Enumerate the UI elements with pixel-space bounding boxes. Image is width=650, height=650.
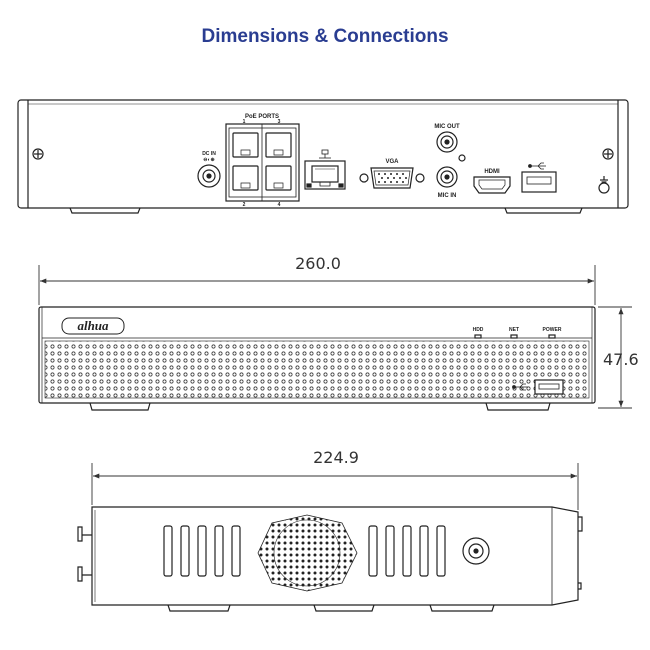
dc-in-port: [197, 164, 221, 188]
height-dimension: [598, 306, 632, 409]
brand-logo: [61, 317, 125, 335]
rear-foot-left: [69, 207, 141, 214]
screw-icon: [32, 148, 44, 160]
hdd-led: [474, 334, 482, 339]
mic-out-port: [436, 131, 466, 162]
vga-port: [359, 167, 425, 189]
front-foot-left: [89, 402, 151, 411]
indicator-label-power: POWER: [543, 327, 562, 333]
net-led: [510, 334, 518, 339]
rear-foot-right: [504, 207, 583, 214]
side-foot-left: [167, 604, 231, 612]
screw-icon: [602, 148, 614, 160]
poe-port-2: [232, 165, 259, 191]
width-dimension-label: 260.0: [295, 254, 341, 273]
poe-port-3: [265, 132, 292, 158]
side-connector: [77, 566, 92, 582]
side-foot-right: [429, 604, 495, 612]
side-vent-slots-left: [163, 525, 241, 577]
side-round-connector: [462, 537, 490, 565]
indicator-label-net: NET: [509, 327, 519, 333]
poe-port-number: 1: [243, 119, 246, 125]
fan-grille: [257, 514, 358, 592]
vga-label: VGA: [385, 159, 399, 165]
poe-ports-block: [225, 123, 300, 202]
rear-chassis: [17, 99, 629, 209]
mic-in-port: [436, 166, 458, 188]
poe-port-number: 3: [278, 119, 281, 125]
poe-port-number: 2: [243, 202, 246, 208]
poe-port-number: 4: [278, 202, 281, 208]
front-panel-labels: alhua HDD NET POWER: [61, 317, 562, 335]
brand-logo-text: alhua: [77, 318, 109, 333]
page-title: Dimensions & Connections: [201, 26, 449, 47]
side-panel-view: [77, 506, 583, 612]
depth-dimension: [91, 463, 579, 510]
power-led: [548, 334, 556, 339]
mic-in-label: MIC IN: [438, 193, 457, 199]
ground-icon: [598, 176, 610, 194]
front-vent-grille: [45, 341, 589, 398]
usb-icon: [512, 383, 528, 391]
width-dimension: [38, 265, 596, 305]
network-port: [304, 149, 346, 190]
indicator-label-hdd: HDD: [473, 327, 484, 333]
mic-out-label: MIC OUT: [434, 124, 460, 130]
dc-polarity-label: ⊖◐⊕: [203, 157, 214, 163]
height-dimension-label: 47.6: [603, 350, 639, 369]
rear-panel-view: [17, 99, 629, 214]
network-icon: [319, 149, 331, 159]
side-foot-middle: [313, 604, 375, 612]
depth-dimension-label: 224.9: [313, 448, 359, 467]
rear-panel-labels: PoE PORTS 1 3 2 4 DC IN ⊖◐⊕ VGA MIC OUT …: [202, 114, 500, 208]
side-vent-slots-right: [368, 525, 446, 577]
dc-in-label: DC IN: [202, 151, 216, 157]
poe-ports-label: PoE PORTS: [245, 114, 279, 120]
hdmi-label: HDMI: [484, 169, 500, 175]
usb-icon: [528, 162, 546, 170]
usb-port: [521, 162, 557, 193]
front-panel-view: [38, 306, 596, 411]
side-connector: [77, 526, 92, 542]
poe-port-1: [232, 132, 259, 158]
hdmi-port: [473, 176, 511, 194]
front-foot-right: [485, 402, 551, 411]
front-chassis: [38, 306, 596, 404]
poe-port-4: [265, 165, 292, 191]
